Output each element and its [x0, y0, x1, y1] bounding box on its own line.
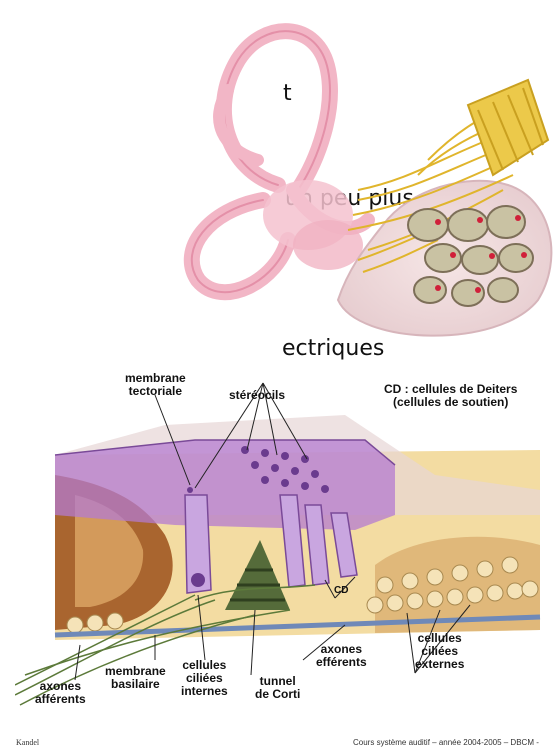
source-credit: Kandel — [16, 738, 39, 747]
label-stereocils: stéréocils — [229, 389, 285, 402]
label-cd: CD — [334, 584, 348, 597]
cochlear-turns — [408, 206, 533, 306]
course-credit: Cours système auditif – année 2004-2005 … — [353, 738, 539, 747]
inner-ear-illustration — [168, 0, 554, 352]
inner-hair-cell — [185, 495, 211, 593]
label-cd-legend: CD : cellules de Deiters(cellules de sou… — [384, 383, 517, 409]
